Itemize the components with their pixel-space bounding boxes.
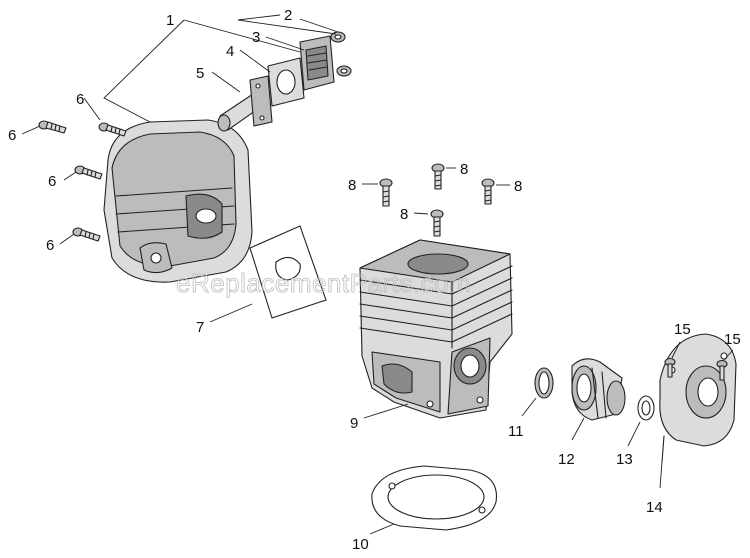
nut-bottom	[336, 65, 352, 77]
screw-6c	[74, 165, 103, 180]
muffler-gasket-plate	[267, 57, 305, 107]
callout-14: 14	[646, 499, 663, 516]
exhaust-gasket	[249, 225, 327, 319]
callout-2: 2	[284, 7, 292, 24]
screw-6d	[72, 227, 101, 242]
spark-arrestor-cover	[299, 35, 335, 91]
screw-15b	[716, 359, 728, 381]
muffler-body	[103, 119, 253, 283]
intake-gasket-ring	[637, 395, 655, 421]
bolt-8a	[379, 178, 393, 207]
callout-15-left: 15	[674, 321, 691, 338]
callout-8-top: 8	[460, 161, 468, 178]
callout-4: 4	[226, 43, 234, 60]
callout-15-right: 15	[724, 331, 741, 348]
callout-10: 10	[352, 536, 369, 553]
callout-8-right: 8	[514, 178, 522, 195]
callout-7: 7	[196, 319, 204, 336]
screw-15a	[664, 357, 676, 378]
callout-8-lower: 8	[400, 206, 408, 223]
watermark-text: eReplacementParts.com	[176, 268, 471, 298]
callout-3: 3	[252, 29, 260, 46]
callout-8-left: 8	[348, 177, 356, 194]
callout-6-top: 6	[76, 91, 84, 108]
callout-9: 9	[350, 415, 358, 432]
base-gasket	[371, 465, 498, 531]
screw-6b	[98, 122, 127, 137]
screw-6a	[38, 120, 67, 134]
callout-6-middle: 6	[48, 173, 56, 190]
bolt-8b	[431, 163, 445, 190]
cylinder	[359, 239, 513, 419]
leader-lines	[21, 14, 734, 535]
callout-labels: 1 2 3 4 5 6 6 6 6 7 8 8 8 8 9 10 11 12 1…	[8, 7, 741, 553]
callout-11: 11	[508, 423, 524, 440]
exhaust-pipe	[217, 75, 273, 132]
callout-6-bottom: 6	[46, 237, 54, 254]
callout-5: 5	[196, 65, 204, 82]
callout-13: 13	[616, 451, 633, 468]
callout-6-left: 6	[8, 127, 16, 144]
callout-12: 12	[558, 451, 575, 468]
callout-1: 1	[166, 12, 174, 29]
intake-boot	[571, 358, 626, 421]
intake-flange	[659, 333, 737, 463]
bolt-8d	[430, 209, 444, 237]
seal-ring	[534, 367, 554, 399]
bolt-8c	[481, 178, 495, 205]
